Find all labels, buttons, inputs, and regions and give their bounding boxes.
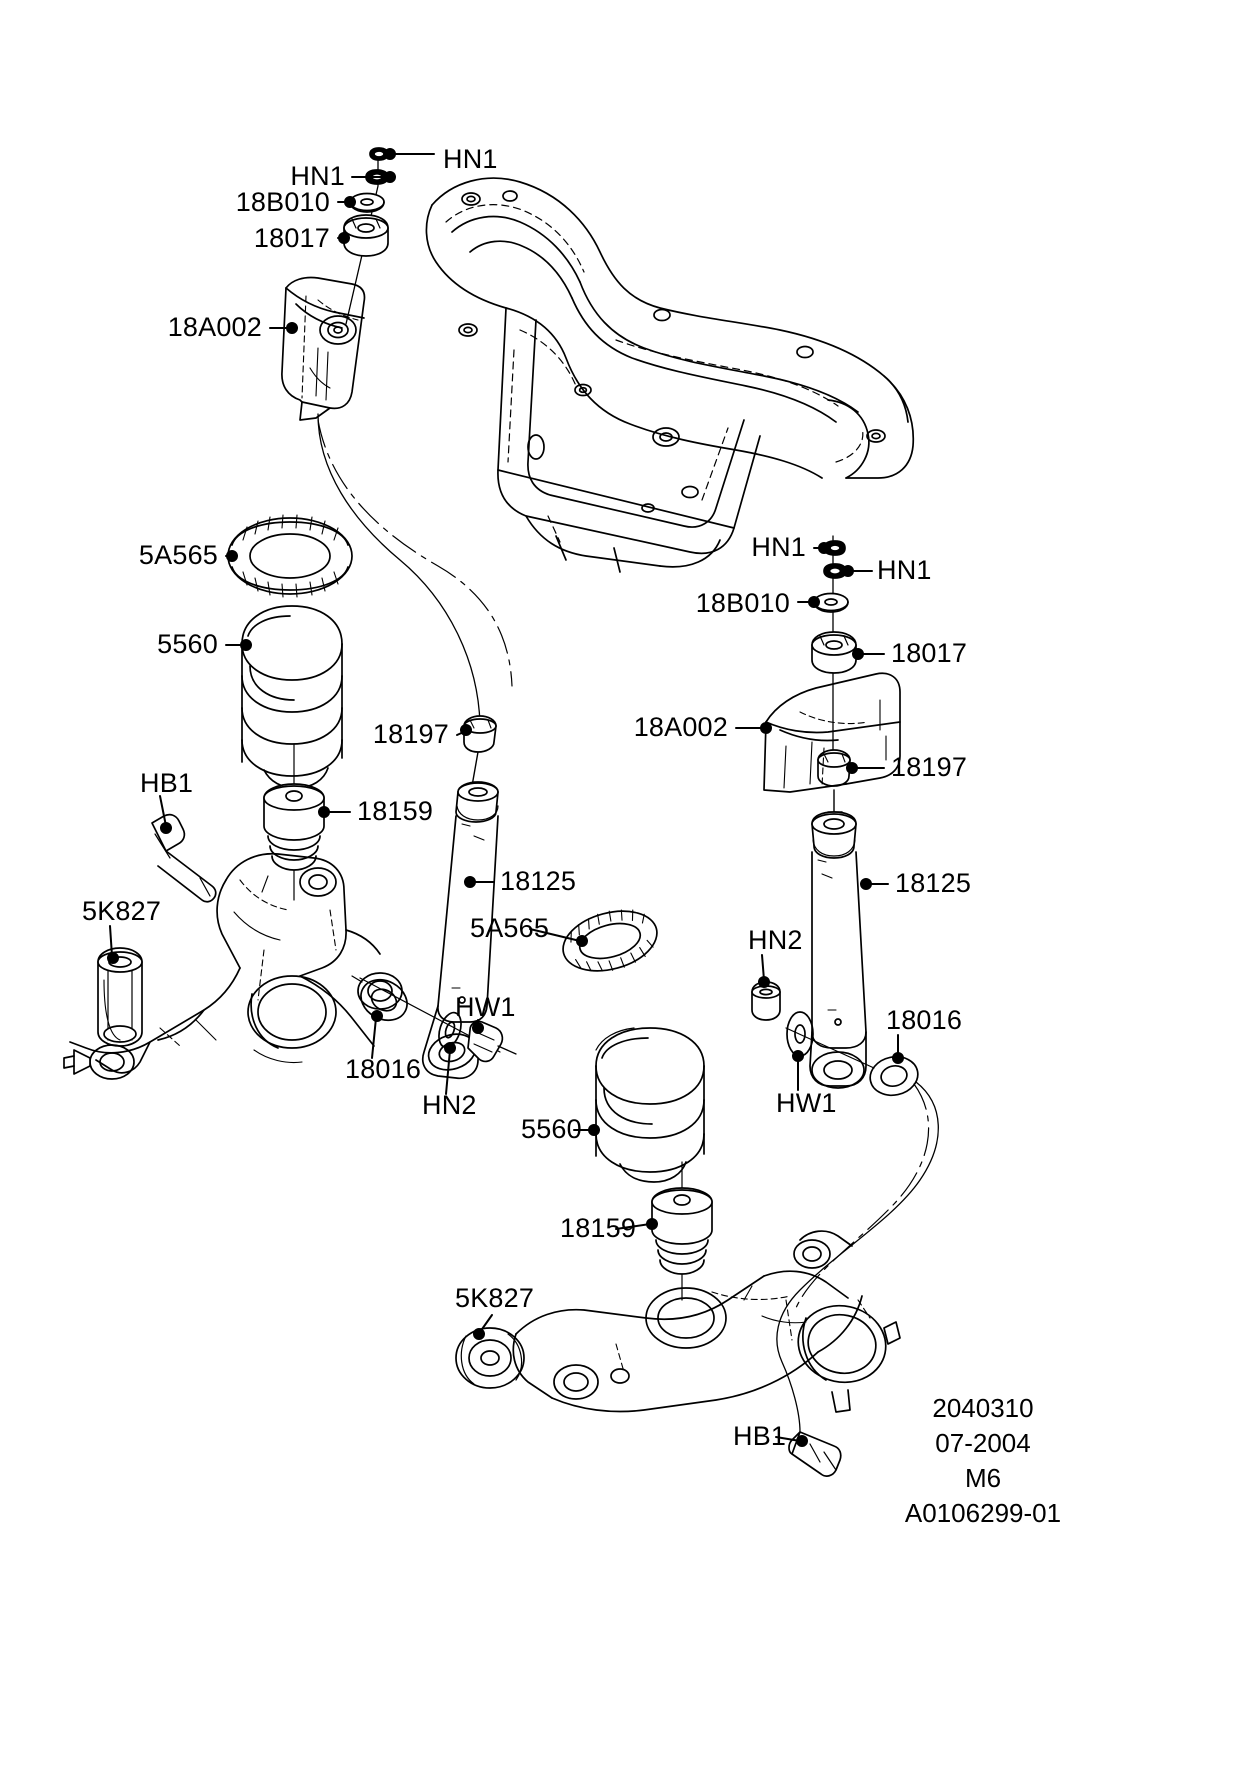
callout-lh-hw1: HW1 bbox=[455, 992, 516, 1022]
drawing-reference: A0106299-01 bbox=[904, 1498, 1062, 1529]
callout-rh-18a002: 18A002 bbox=[633, 712, 728, 742]
callout-lh-5k827: 5K827 bbox=[82, 896, 162, 926]
callout-rh-hn1-top: HN1 bbox=[751, 532, 806, 562]
rh-upper-fastener-stack bbox=[811, 535, 857, 787]
callout-lh-hn1-top: HN1 bbox=[443, 144, 498, 174]
callout-lh-18017: 18017 bbox=[253, 223, 330, 253]
drawing-code: M6 bbox=[964, 1463, 1002, 1494]
rh-lower-fasteners bbox=[751, 981, 919, 1097]
title-block: 2040310 07-2004 M6 A0106299-01 bbox=[868, 1391, 1098, 1531]
lh-bushing-5k827 bbox=[97, 947, 143, 1047]
callout-rh-5k827: 5K827 bbox=[455, 1283, 535, 1313]
callout-rh-hn1-second: HN1 bbox=[877, 555, 932, 585]
callout-lh-18b010: 18B010 bbox=[235, 187, 330, 217]
lh-upper-fastener-stack bbox=[343, 147, 389, 325]
callout-lh-hn1-second: HN1 bbox=[290, 161, 345, 191]
lh-jounce-bumper-18159 bbox=[263, 743, 325, 901]
rh-coil-spring-5560 bbox=[595, 1027, 705, 1183]
callout-lh-18a002: 18A002 bbox=[167, 312, 262, 342]
lh-shock-bracket-18a002 bbox=[281, 276, 366, 421]
callout-rh-hn2: HN2 bbox=[748, 925, 803, 955]
callout-lh-5a565: 5A565 bbox=[138, 540, 218, 570]
rh-shock-bracket-18a002 bbox=[763, 672, 901, 793]
callout-lh-hn2: HN2 bbox=[422, 1090, 477, 1120]
callout-rh-18125: 18125 bbox=[895, 868, 972, 898]
drawing-number: 2040310 bbox=[932, 1393, 1034, 1423]
callout-rh-18016: 18016 bbox=[886, 1005, 963, 1035]
callout-rh-5a565: 5A565 bbox=[470, 913, 550, 943]
callout-rh-18197: 18197 bbox=[891, 752, 968, 782]
callout-lh-hb1: HB1 bbox=[140, 768, 194, 798]
callout-lh-18197: 18197 bbox=[372, 719, 449, 749]
callout-rh-hb1: HB1 bbox=[733, 1421, 787, 1451]
callout-rh-18b010: 18B010 bbox=[695, 588, 790, 618]
callout-lh-18016: 18016 bbox=[345, 1054, 422, 1084]
callout-lh-18125: 18125 bbox=[500, 866, 577, 896]
lh-lower-control-arm-knuckle bbox=[63, 852, 403, 1080]
callout-lh-18159: 18159 bbox=[357, 796, 434, 826]
callout-rh-hw1: HW1 bbox=[776, 1088, 837, 1118]
callout-rh-18017: 18017 bbox=[891, 638, 968, 668]
lh-shock-absorber-18125 bbox=[421, 715, 499, 1080]
callout-rh-5560: 5560 bbox=[521, 1114, 582, 1144]
rh-jounce-bumper-18159 bbox=[651, 1161, 713, 1301]
rh-bushing-5k827 bbox=[455, 1327, 525, 1389]
rh-spring-isolator-5a565 bbox=[562, 909, 658, 972]
callout-lh-5560: 5560 bbox=[157, 629, 218, 659]
rh-lower-control-arm-knuckle bbox=[512, 1230, 901, 1413]
callout-rh-18159: 18159 bbox=[560, 1213, 637, 1243]
drawing-date: 07-2004 bbox=[935, 1428, 1031, 1459]
rh-shock-absorber-18125 bbox=[809, 789, 867, 1089]
lh-coil-spring-5560 bbox=[241, 605, 343, 789]
lh-spring-isolator-5a565 bbox=[227, 514, 353, 598]
crossmember-subframe bbox=[425, 177, 915, 573]
